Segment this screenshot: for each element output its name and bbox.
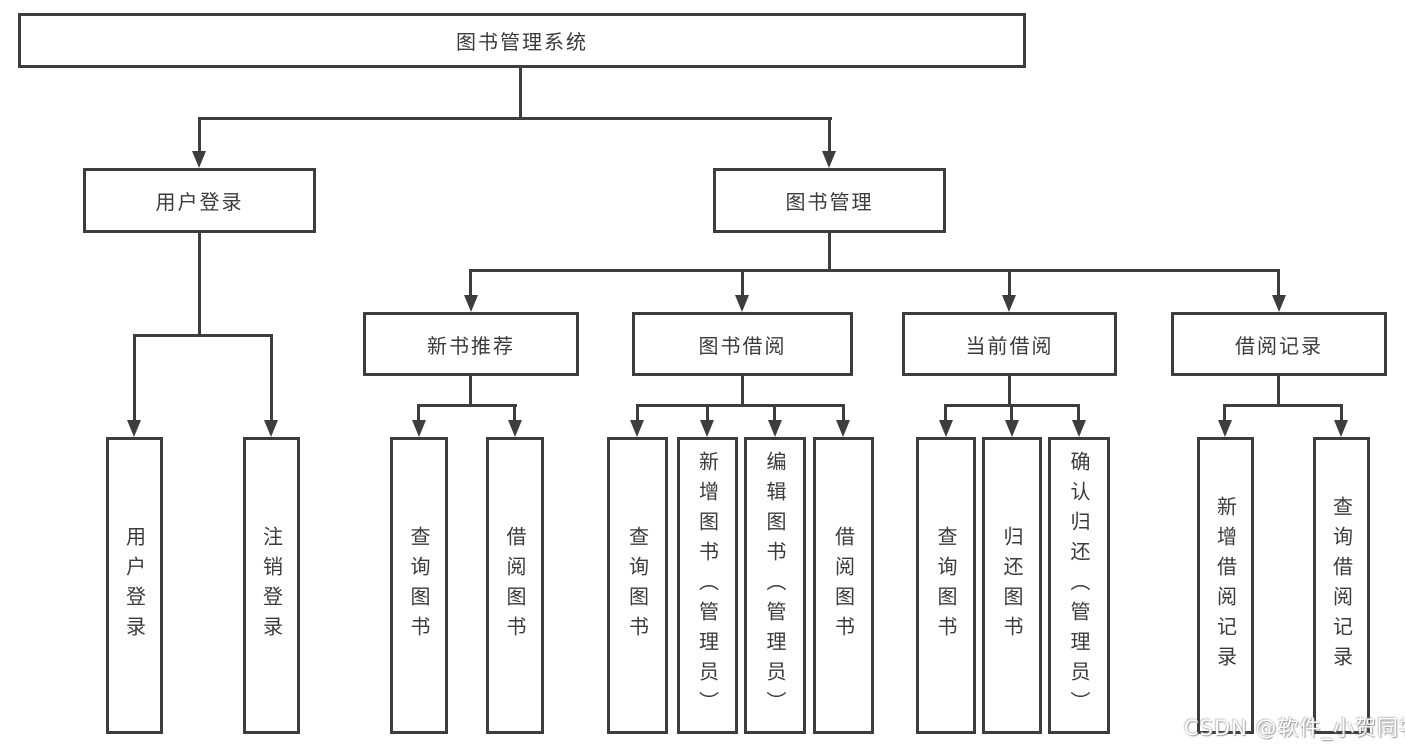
connector-stem [706,404,709,421]
node-borrow-books: 借阅图书 [813,437,874,734]
arrowhead-icon [192,151,206,168]
connector-stem [1077,404,1080,421]
arrowhead-icon [768,420,782,437]
connector-stem [773,404,776,421]
connector-group-c-trunk [1008,376,1011,407]
connector-stem [1340,404,1343,421]
connector-stem [133,334,136,422]
node-borrow-records: 借阅记录 [1171,312,1387,376]
node-add-borrow-record: 新增借阅记录 [1197,437,1254,734]
arrowhead-icon [508,420,522,437]
node-label: 新增图书（管理员） [695,450,720,721]
connector-stem [828,117,831,152]
node-query-books-borrowing: 查询图书 [607,437,668,734]
node-return-book: 归还图书 [982,437,1042,734]
node-query-books-current: 查询图书 [916,437,976,734]
arrowhead-icon [1005,420,1019,437]
node-label: 查询图书 [407,525,431,646]
node-user-login: 用户登录 [106,437,163,734]
connector-group-d-bar [1223,404,1343,407]
node-book-borrowing: 图书借阅 [632,312,853,376]
connector-user-login-trunk [198,233,201,336]
connector-stem [469,269,472,297]
arrowhead-icon [1002,295,1016,312]
connector-stem [1010,404,1013,421]
arrowhead-icon [700,420,714,437]
connector-group-a-bar [417,404,517,407]
connector-stem [1008,269,1011,297]
node-label: 归还图书 [1000,525,1024,646]
node-label: 用户登录 [122,525,147,646]
node-add-book-admin: 新增图书（管理员） [677,437,738,734]
arrowhead-icon [464,295,478,312]
arrowhead-icon [1218,420,1232,437]
arrowhead-icon [1334,420,1348,437]
node-book-management: 图书管理 [713,168,946,233]
node-borrow-books-recommend: 借阅图书 [486,437,544,734]
connector-stem [513,404,516,421]
connector-group-b-bar [636,404,845,407]
connector-group-b-trunk [741,376,744,407]
node-query-books-recommend: 查询图书 [390,437,448,734]
arrowhead-icon [735,295,749,312]
node-label: 新增借阅记录 [1213,495,1238,676]
node-logout: 注销登录 [243,437,300,734]
node-label: 查询图书 [625,525,650,646]
connector-stem [842,404,845,421]
connector-book-management-trunk [828,233,831,271]
arrowhead-icon [264,420,278,437]
arrowhead-icon [1072,420,1086,437]
node-edit-book-admin: 编辑图书（管理员） [744,437,806,734]
arrowhead-icon [1272,295,1286,312]
node-new-book-recommend: 新书推荐 [363,312,579,376]
connector-level3-bar [469,269,1280,272]
csdn-watermark: CSDN @软件_小贺同学 [1184,716,1405,740]
arrowhead-icon [939,420,953,437]
connector-stem [741,269,744,297]
arrowhead-icon [836,420,850,437]
arrowhead-icon [127,420,141,437]
connector-stem [417,404,420,421]
connector-stem [1223,404,1226,421]
node-label: 编辑图书（管理员） [763,450,787,721]
node-label: 查询借阅记录 [1329,495,1354,676]
connector-group-d-trunk [1277,376,1280,407]
connector-stem [270,334,273,422]
node-label: 确认归还（管理员） [1067,450,1091,721]
connector-stem [944,404,947,421]
node-current-borrowing: 当前借阅 [902,312,1117,376]
node-root: 图书管理系统 [18,13,1026,68]
connector-stem [1277,269,1280,297]
node-confirm-return-admin: 确认归还（管理员） [1048,437,1110,734]
connector-stem [636,404,639,421]
node-label: 查询图书 [934,525,958,646]
connector-group-a-trunk [469,376,472,407]
node-query-borrow-record: 查询借阅记录 [1313,437,1370,734]
arrowhead-icon [630,420,644,437]
connector-stem [198,117,201,152]
node-user-login-branch: 用户登录 [83,168,316,233]
arrowhead-icon [822,151,836,168]
node-label: 注销登录 [259,525,284,646]
node-label: 借阅图书 [831,525,856,646]
connector-root-trunk [519,68,522,119]
connector-level2-bar [198,117,832,120]
arrowhead-icon [412,420,426,437]
node-label: 借阅图书 [503,525,527,646]
connector-user-login-bar [133,334,273,337]
